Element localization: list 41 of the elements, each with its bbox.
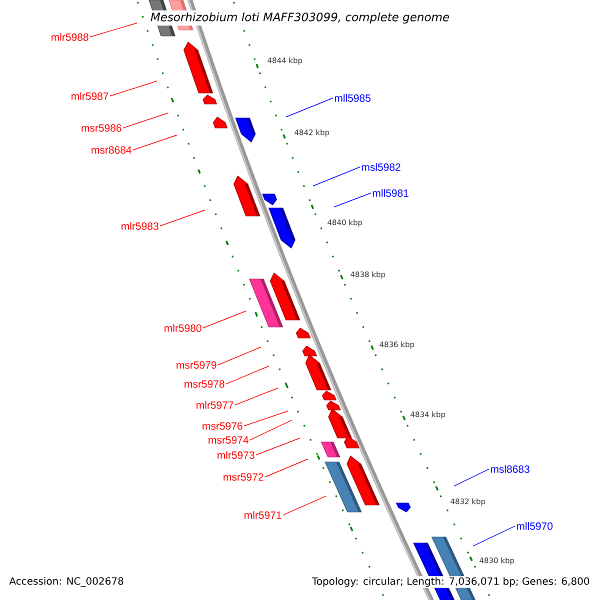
leader-line [282,496,326,516]
gene-label: msr5976 [202,422,242,430]
gene-label: msl5982 [362,163,400,171]
leader-line [286,98,334,118]
gene-label: mlr5980 [164,324,202,332]
leader-line [90,22,138,38]
gene-label: mlr5988 [52,33,88,41]
leader-line [472,526,516,546]
leader-line [264,458,308,478]
gene-label: msl8683 [490,465,530,473]
gene-label: msr8684 [92,146,132,154]
gene-label: msr5978 [184,380,224,388]
leader-line [334,192,372,208]
gene-label: msr5972 [224,473,264,481]
gene-label: mll5970 [516,522,553,530]
leader-line [160,210,206,226]
leader-line [454,468,490,486]
leader-line [110,80,158,96]
gene-label: mlr5971 [244,511,282,519]
gene-label: msr5974 [208,436,248,444]
genome-info-text: Topology: circular; Length: 7,036,071 bp; Genes: 6,800 [310,576,591,588]
leader-line [122,112,168,128]
leader-line [132,134,178,150]
gene-label: mlr5977 [196,401,234,409]
gene-label: mlr5987 [72,92,108,100]
accession-text: Accession: NC_002678 [8,576,125,588]
gene-label: mlr5973 [218,451,254,459]
leader-line [244,410,288,426]
leader-line [202,310,246,328]
gene-label: mll5981 [372,189,408,197]
gene-label: msr5986 [82,124,122,132]
leader-line [256,438,300,456]
gene-label: mll5985 [334,94,371,102]
leader-line [250,420,292,440]
leader-line [226,366,270,384]
gene-label: msr5979 [176,361,216,369]
title: Mesorhizobium loti MAFF303099, complete genome [148,10,452,26]
leader-line [312,166,360,186]
gene-label: mlr5983 [122,222,158,230]
leader-line [234,388,278,406]
leader-line [218,346,262,366]
